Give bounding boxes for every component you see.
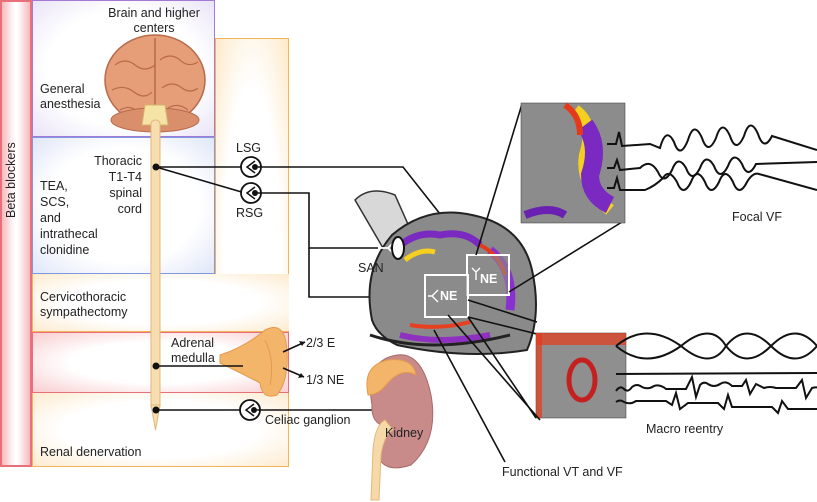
sc-line2: T1-T4 [108,170,142,184]
rsg-label: RSG [236,206,264,220]
ne-lower-label: NE [440,289,458,303]
line-to-rsg [155,166,246,194]
tea-line4: intrathecal [40,227,98,241]
arrow-e-head [299,341,305,346]
ne-upper-label: NE [480,272,498,286]
sc-line4: cord [117,202,142,216]
renal-denervation-label: Renal denervation [40,445,142,459]
celiac-ganglion-icon [239,399,261,421]
beta-blockers-region [0,0,32,467]
ne-lower-terminal-icon [428,289,439,303]
tea-line3: and [40,211,61,225]
arrow-ne-head [298,373,304,378]
rsg-to-san [258,192,378,249]
kidney-label: Kidney [385,426,424,440]
adrenal-output-e-label: 2/3 E [306,336,336,350]
functional-vt-vf-label: Functional VT and VF [502,465,623,479]
general-anesthesia-label: General anesthesia [40,82,100,112]
macro-reentry-inset [467,299,627,419]
cervicothoracic-label: Cervicothoracic sympathectomy [40,290,128,320]
focal-vf-label: Focal VF [732,210,783,224]
macro-reentry-label: Macro reentry [646,422,724,436]
functional-line-1 [433,329,506,463]
adrenal-line2: medulla [171,351,215,365]
functional-line-2 [447,314,541,421]
san-node-icon [378,236,405,260]
cerv-line1: Cervicothoracic [40,290,127,304]
adrenal-gland-illustration [219,327,288,397]
tea-line5: clonidine [40,243,90,257]
san-label: SAN [358,261,384,275]
sc-line1: Thoracic [94,154,142,168]
celiac-ganglion-label: Celiac ganglion [265,413,351,427]
brain-label-line1: Brain and higher [108,6,200,20]
lsg-label: LSG [236,141,262,155]
adrenal-medulla-label: Adrenal medulla [171,336,215,366]
kidney-illustration [366,354,434,501]
ga-line2: anesthesia [40,97,101,111]
brain-label: Brain and higher centers [108,6,200,36]
brain-illustration [104,34,206,133]
ne-upper-box [466,254,510,296]
adrenal-output-ne-label: 1/3 NE [306,373,345,387]
macro-reentry-waveforms [615,332,817,415]
brain-label-line2: centers [133,21,175,35]
focal-vf-inset [475,102,626,293]
ne-upper-terminal-icon [471,267,481,280]
ga-line1: General [40,82,85,96]
adrenal-line1: Adrenal [171,336,215,350]
tea-line2: SCS, [40,195,70,209]
tea-scs-region [32,137,215,274]
cerv-line2: sympathectomy [40,305,128,319]
focal-vf-waveforms [607,124,817,191]
tea-line1: TEA, [40,179,68,193]
sc-line3: spinal [109,186,142,200]
tea-label: TEA, SCS, and intrathecal clonidine [40,178,98,258]
spinal-cord-label: Thoracic T1-T4 spinal cord [90,153,142,217]
